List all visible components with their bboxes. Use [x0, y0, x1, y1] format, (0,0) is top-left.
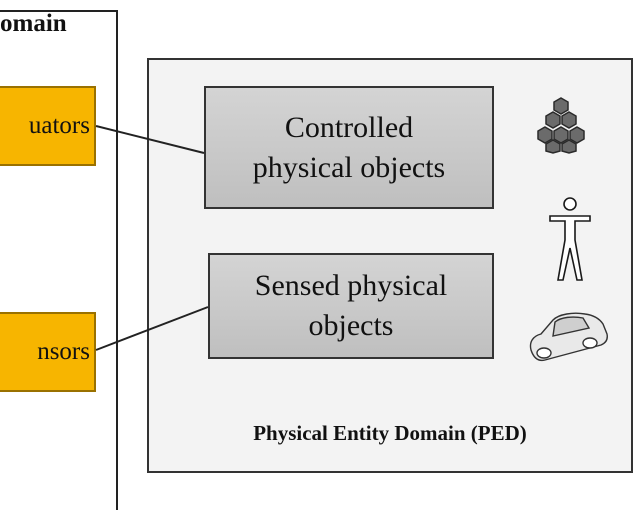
sensed-line-1: Sensed physical — [254, 269, 448, 302]
sensors-connector — [95, 306, 209, 351]
ped-title: Physical Entity Domain (PED) — [253, 421, 527, 445]
sensors-box: nsors — [0, 312, 96, 392]
molecule-icon — [537, 97, 585, 154]
left-domain-title: omain — [0, 10, 67, 37]
person-icon — [549, 197, 591, 281]
car-icon — [529, 312, 608, 362]
sensed-line-2: objects — [308, 309, 394, 342]
actuators-label: uators — [28, 112, 90, 139]
controlled-line-1: Controlled — [284, 110, 414, 144]
sensed-objects-box: Sensed physical objects — [208, 253, 494, 359]
sensors-label: nsors — [37, 338, 90, 365]
controlled-objects-box: Controlled physical objects — [204, 86, 494, 209]
actuators-box: uators — [0, 86, 96, 166]
actuators-connector — [95, 125, 205, 154]
controlled-line-2: physical objects — [252, 150, 446, 184]
